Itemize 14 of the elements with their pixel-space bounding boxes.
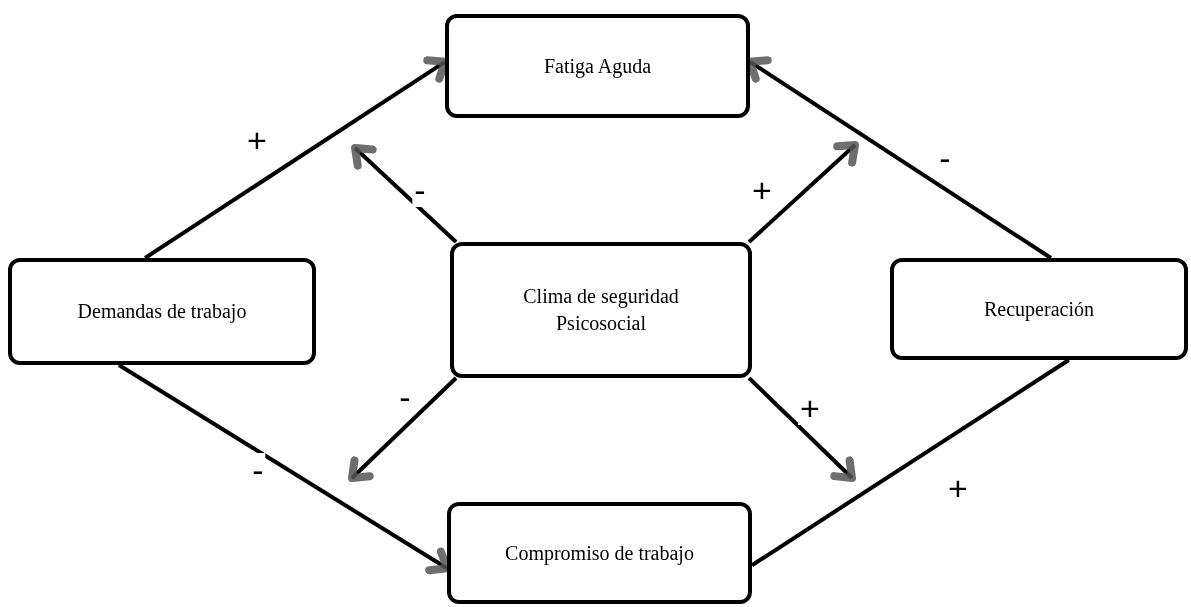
process-box xyxy=(447,502,752,604)
box-text: Recuperación xyxy=(984,296,1094,323)
process-box xyxy=(890,258,1188,360)
box-text: Clima de seguridad Psicosocial xyxy=(522,284,680,336)
box-text: Compromiso de trabajo xyxy=(505,540,694,567)
process-box xyxy=(445,14,750,118)
process-box xyxy=(450,242,752,378)
process-box xyxy=(8,258,316,365)
box-text: Demandas de trabajo xyxy=(77,299,247,325)
arrow xyxy=(351,144,458,244)
arrow xyxy=(747,141,859,244)
arrow xyxy=(348,376,458,482)
box-text: Fatiga Aguda xyxy=(543,53,652,80)
arrow xyxy=(747,376,856,482)
